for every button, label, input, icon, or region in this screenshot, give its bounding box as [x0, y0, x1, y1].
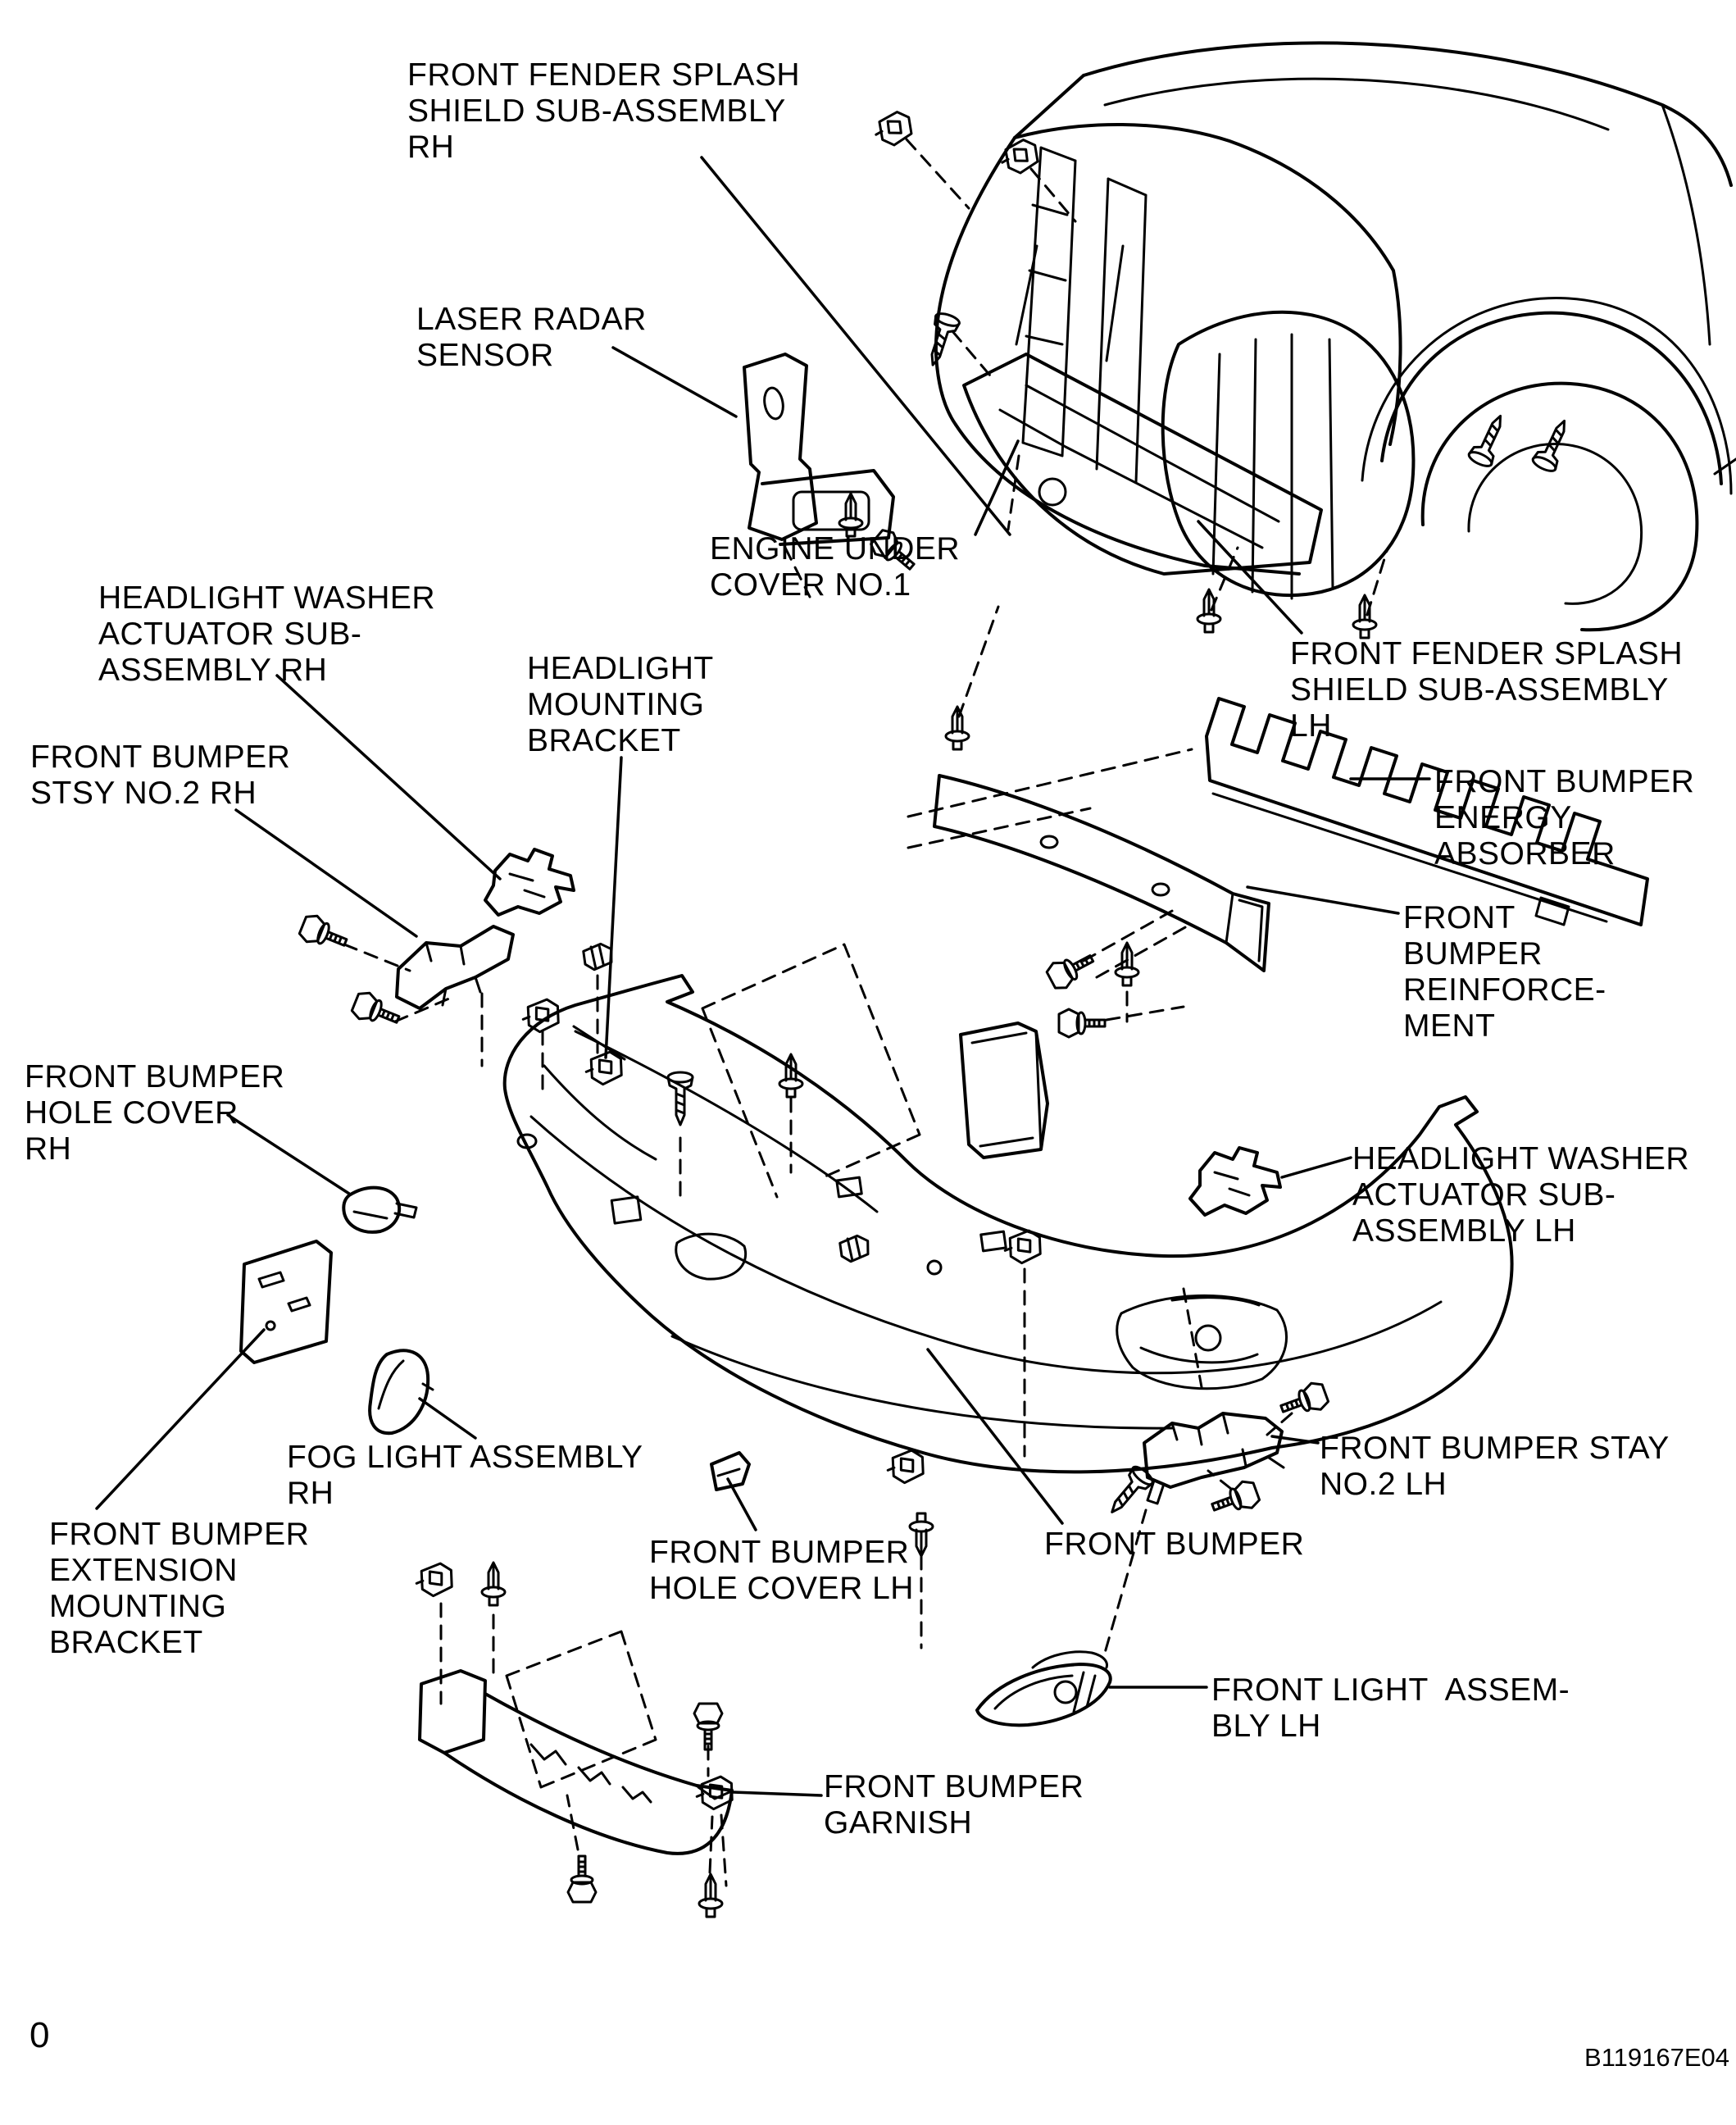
label-front-bumper: FRONT BUMPER	[1044, 1527, 1305, 1562]
label-headlight-washer-actuator-lh: HEADLIGHT WASHER ACTUATOR SUB- ASSEMBLY …	[1352, 1141, 1690, 1249]
label-front-bumper-stsy-no2-rh: FRONT BUMPER STSY NO.2 RH	[30, 739, 291, 812]
headlight-washer-actuator-lh-part	[1188, 1146, 1282, 1217]
bolt-icon	[1058, 1008, 1106, 1038]
label-leader-lines	[95, 156, 1431, 1797]
screw-icon	[667, 1072, 693, 1126]
label-front-light-assembly-lh: FRONT LIGHT ASSEM- BLY LH	[1211, 1672, 1570, 1745]
push-rivet-icon	[481, 1562, 506, 1606]
label-fog-light-assembly-rh: FOG LIGHT ASSEMBLY RH	[287, 1440, 643, 1512]
push-rivet-icon	[698, 1873, 723, 1918]
clip-icon	[520, 997, 561, 1035]
car-front-end-drawing	[934, 41, 1736, 632]
wheel-drawing	[1420, 381, 1699, 632]
hole-cover-lh-part	[710, 1451, 751, 1491]
bolt-icon	[1276, 1379, 1331, 1422]
label-front-bumper-reinforcement: FRONT BUMPER REINFORCE- MENT	[1403, 900, 1606, 1044]
bumper-stay-lh-part	[1143, 1412, 1285, 1505]
page-number: 0	[30, 2015, 50, 2055]
label-engine-under-cover-no1: ENGINE UNDER COVER NO.1	[710, 531, 961, 603]
figure-code: B119167E04	[1584, 2043, 1729, 2072]
bolt-icon	[693, 1703, 723, 1750]
clip-icon	[1002, 1228, 1043, 1266]
label-laser-radar-sensor: LASER RADAR SENSOR	[416, 302, 647, 374]
bolt-icon	[1043, 945, 1099, 993]
fastener-icons	[297, 109, 1576, 1918]
push-rivet-icon	[779, 1053, 803, 1098]
push-rivet-icon	[1197, 589, 1221, 633]
bolt-icon	[567, 1855, 597, 1903]
push-rivet-icon	[1352, 594, 1377, 639]
label-front-fender-splash-shield-lh: FRONT FENDER SPLASH SHIELD SUB-ASSEMBLY …	[1290, 636, 1684, 744]
clip-icon	[884, 1448, 926, 1486]
headlight-washer-actuator-rh-part	[484, 848, 575, 917]
splash-shield-lh-part	[1161, 310, 1416, 600]
bumper-side-retainer-part	[959, 1022, 1049, 1159]
bolt-icon	[1207, 1477, 1262, 1521]
laser-radar-sensor-part	[743, 353, 895, 546]
screw-icon	[920, 311, 961, 370]
label-front-bumper-stay-no2-lh: FRONT BUMPER STAY NO.2 LH	[1320, 1431, 1670, 1503]
bolt-icon	[349, 989, 404, 1033]
clip-icon	[998, 137, 1042, 178]
engine-under-cover-part	[962, 353, 1323, 576]
fog-light-rh-part	[368, 1349, 434, 1436]
label-headlight-washer-actuator-rh: HEADLIGHT WASHER ACTUATOR SUB- ASSEMBLY …	[98, 580, 436, 689]
label-front-bumper-hole-cover-lh: FRONT BUMPER HOLE COVER LH	[649, 1535, 914, 1607]
label-headlight-mounting-bracket: HEADLIGHT MOUNTING BRACKET	[527, 651, 714, 759]
clip-icon	[583, 1049, 625, 1087]
push-rivet-icon	[945, 706, 970, 750]
bumper-stsy-rh-part	[395, 925, 515, 1010]
label-front-bumper-garnish: FRONT BUMPER GARNISH	[824, 1769, 1084, 1841]
assembly-dashed-lines	[343, 138, 1388, 1887]
hole-cover-rh-part	[342, 1185, 418, 1234]
license-plate-bracket-part	[239, 1240, 333, 1364]
label-front-bumper-energy-absorber: FRONT BUMPER ENERGY ABSORBER	[1434, 764, 1695, 872]
label-front-bumper-hole-cover-rh: FRONT BUMPER HOLE COVER RH	[25, 1059, 285, 1167]
front-bumper-garnish-part	[418, 1669, 734, 1855]
clip-icon	[413, 1561, 455, 1599]
reinforcement-part	[933, 774, 1270, 972]
bolt-icon	[297, 912, 352, 956]
label-front-bumper-extension-mounting-bracket: FRONT BUMPER EXTENSION MOUNTING BRACKET	[49, 1517, 310, 1661]
energy-absorber-part	[1205, 697, 1649, 926]
clip-icon	[838, 1234, 871, 1263]
label-front-fender-splash-shield-rh: FRONT FENDER SPLASH SHIELD SUB-ASSEMBLY …	[407, 57, 801, 166]
front-light-lh-part	[975, 1650, 1112, 1727]
